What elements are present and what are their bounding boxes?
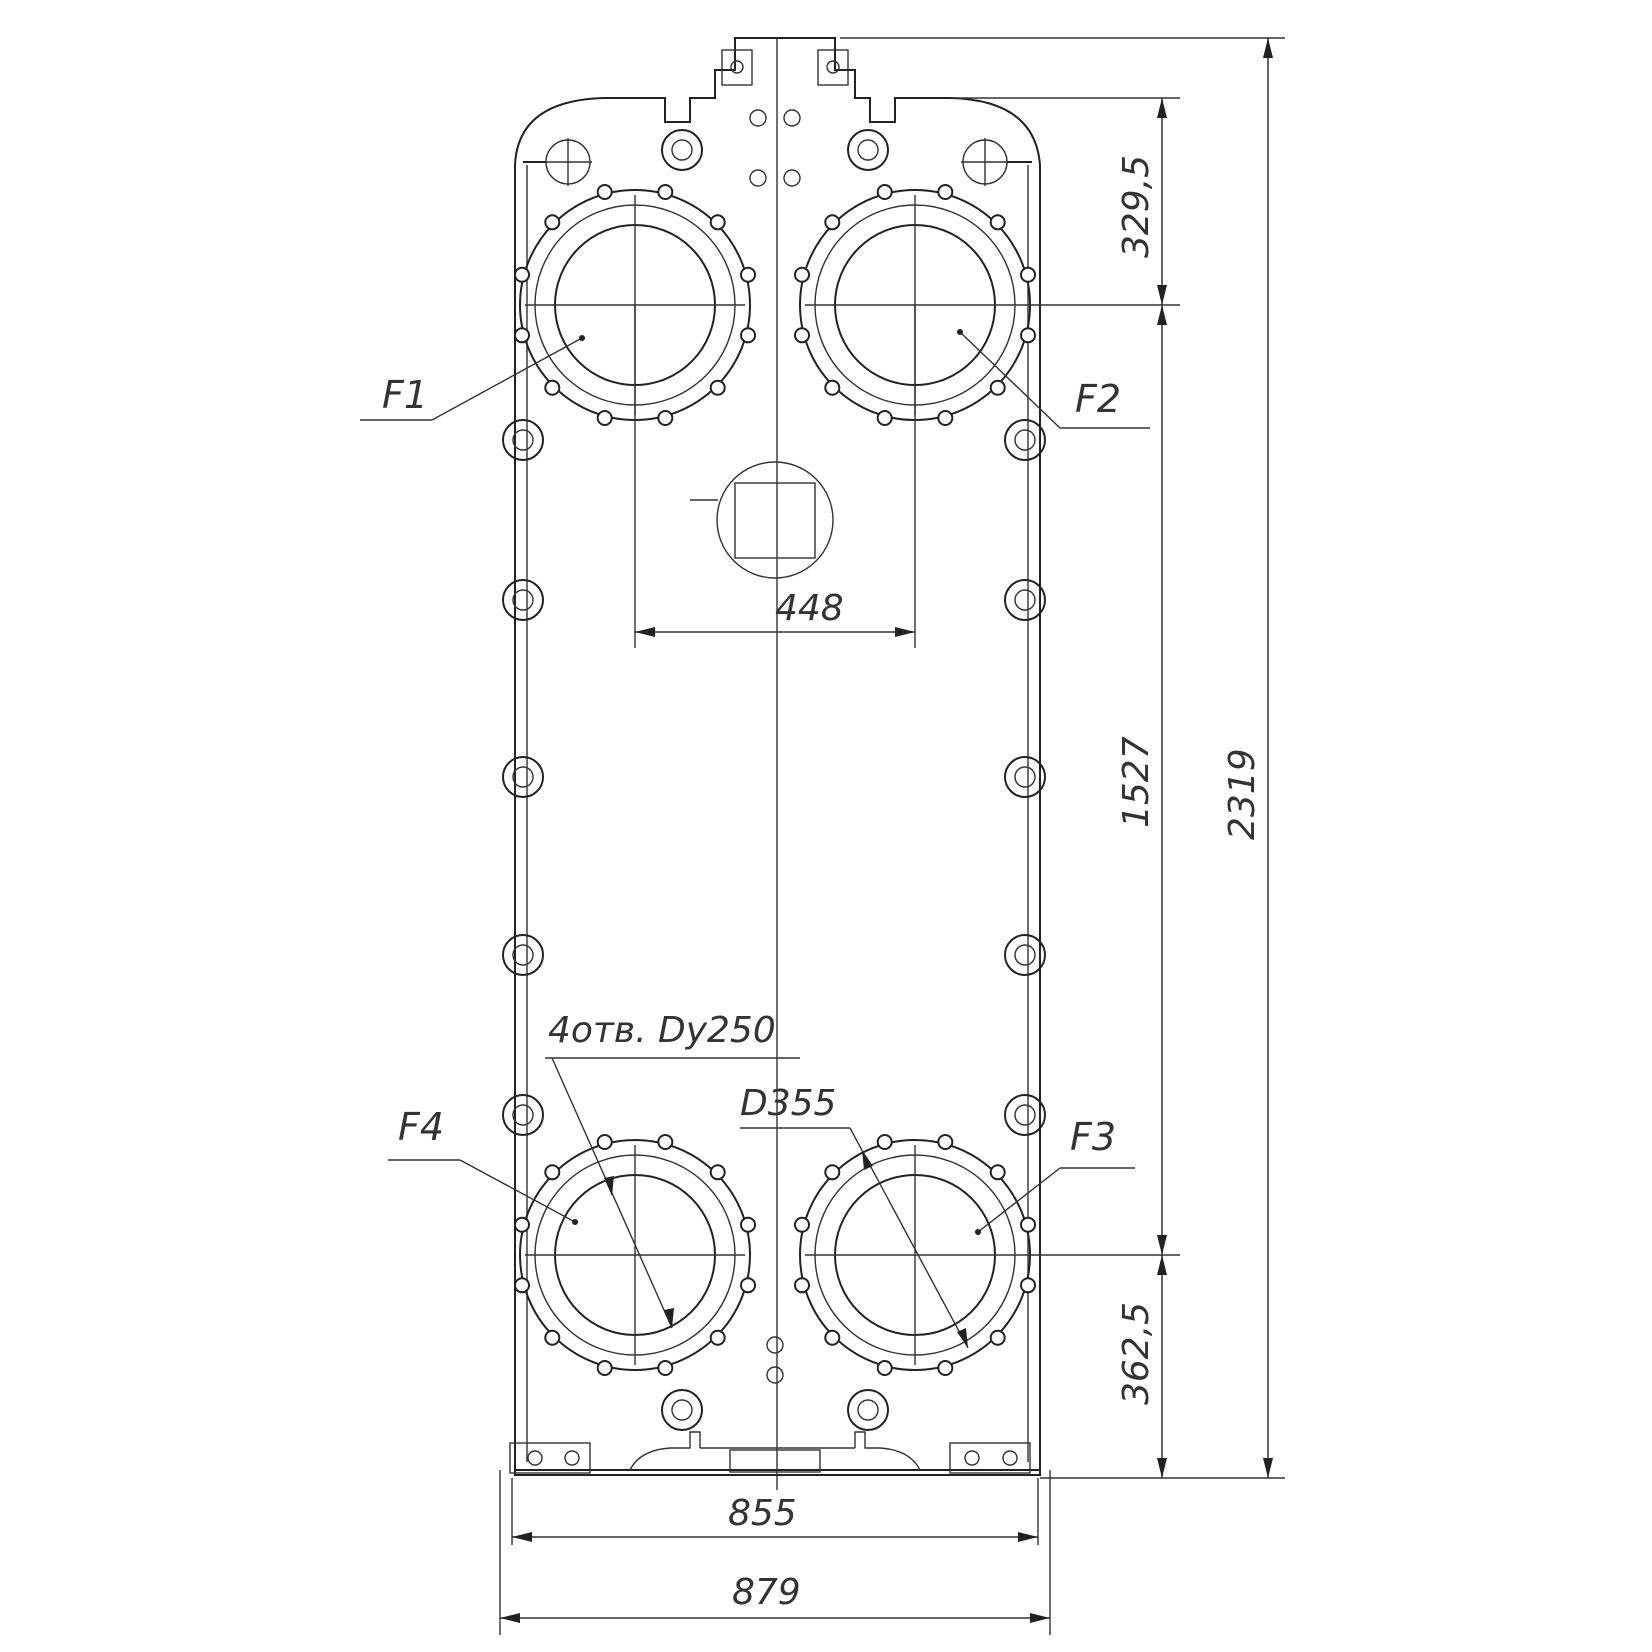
label-f3: F3 — [1070, 1115, 1116, 1159]
flange-bolt — [709, 214, 726, 231]
dim-329-5: 329,5 — [1116, 155, 1157, 258]
flange-bolt — [514, 1216, 530, 1233]
label-f1: F1 — [382, 373, 428, 417]
flange-bolt — [657, 184, 674, 200]
flange-bolt — [740, 1277, 756, 1294]
dimension-lines — [499, 37, 1285, 1635]
dim-2319: 2319 — [1222, 748, 1263, 840]
flange-bolt — [740, 327, 756, 344]
dim-879: 879 — [732, 1572, 801, 1613]
flange-bolt — [876, 1134, 893, 1150]
flange-bolt — [596, 1134, 613, 1150]
flange-bolt — [937, 1360, 954, 1376]
dim-362-5: 362,5 — [1116, 1302, 1157, 1405]
flange-bolt — [514, 327, 530, 344]
flange-bolt — [657, 1134, 674, 1150]
flange-bolt — [989, 1329, 1006, 1346]
flange-bolt — [740, 1216, 756, 1233]
flange-bolt — [544, 379, 561, 396]
flange-bolt — [794, 266, 810, 283]
flange-bolt — [937, 1134, 954, 1150]
flange-bolt — [876, 184, 893, 200]
leader-lines — [360, 329, 1150, 1349]
flange-bolt — [740, 266, 756, 283]
flange-bolt — [824, 1329, 841, 1346]
dim-448: 448 — [775, 588, 844, 629]
flange-bolt — [989, 214, 1006, 231]
flange-bolt — [544, 1164, 561, 1181]
flange-bolt — [657, 1360, 674, 1376]
flange-bolt — [824, 214, 841, 231]
dim-855: 855 — [728, 1493, 797, 1534]
flange-bolt — [544, 1329, 561, 1346]
flange-bolt — [514, 1277, 530, 1294]
flange-bolt — [794, 327, 810, 344]
flange-bolt — [794, 1216, 810, 1233]
flange-bolt — [709, 379, 726, 396]
label-f4: F4 — [398, 1105, 444, 1149]
flange-bolt — [989, 379, 1006, 396]
frame-outline — [509, 37, 1041, 1490]
flange-bolt — [709, 1164, 726, 1181]
flange-f4 — [519, 1139, 751, 1371]
flange-bolt — [989, 1164, 1006, 1181]
flange-bolt — [1020, 266, 1036, 283]
note-holes: 4отв. Dy250 — [548, 1010, 776, 1051]
flange-bolt — [1020, 1277, 1036, 1294]
flange-bolt — [514, 266, 530, 283]
flange-bolt — [937, 184, 954, 200]
flange-bolt — [596, 184, 613, 200]
flange-bolt — [657, 410, 674, 426]
flange-bolt — [596, 410, 613, 426]
flange-bolt — [937, 410, 954, 426]
flange-bolt — [876, 1360, 893, 1376]
flange-bolt — [794, 1277, 810, 1294]
flange-bolt — [544, 214, 561, 231]
note-diameter: D355 — [740, 1083, 836, 1124]
flange-bolt — [1020, 327, 1036, 344]
frame-bolts — [502, 129, 1046, 1431]
flange-bolt — [1020, 1216, 1036, 1233]
flange-bolt — [876, 410, 893, 426]
label-f2: F2 — [1075, 377, 1121, 421]
flange-bolt — [596, 1360, 613, 1376]
flange-bolt — [709, 1329, 726, 1346]
flange-bolts — [514, 184, 1036, 1376]
flange-bolt — [824, 1164, 841, 1181]
flange-bolt — [824, 379, 841, 396]
dim-1527: 1527 — [1116, 736, 1157, 828]
